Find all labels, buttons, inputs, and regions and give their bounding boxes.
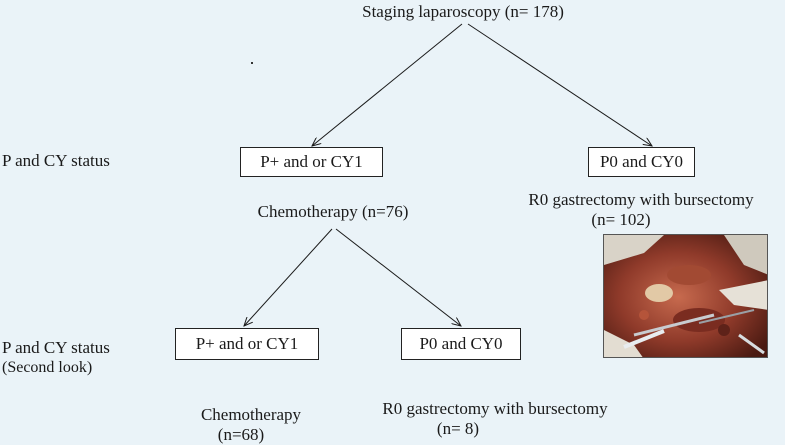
second-gastrectomy-count: (n= 8) [436, 419, 480, 438]
arrow-staging-to-positive [312, 23, 463, 146]
arrow-staging-to-negative [467, 23, 652, 146]
second-gastrectomy-outcome: R0 gastrectomy with bursectomy [382, 399, 608, 418]
row-label-status-second: P and CY status [2, 338, 110, 357]
staging-label: Staging laparoscopy [362, 2, 501, 21]
second-chemotherapy-count: (n=68) [217, 425, 265, 444]
arrow-chemo-to-positive [244, 228, 333, 326]
surgical-photo-icon [604, 235, 767, 357]
second-look-positive-box: P+ and or CY1 [175, 328, 319, 360]
staging-count: (n= 178) [504, 2, 564, 21]
negative-status-label: P0 and CY0 [599, 152, 684, 171]
positive-status-label: P+ and or CY1 [260, 152, 363, 171]
row-label-status: P and CY status [2, 151, 110, 170]
second-look-negative-box: P0 and CY0 [401, 328, 521, 360]
gastrectomy-count: (n= 102) [591, 210, 651, 229]
chemotherapy-outcome: Chemotherapy (n=76) [257, 202, 409, 221]
negative-status-box: P0 and CY0 [588, 147, 695, 177]
surgical-field-photo [603, 234, 768, 358]
stray-dot [251, 62, 253, 64]
gastrectomy-outcome: R0 gastrectomy with bursectomy [528, 190, 754, 209]
second-look-negative-label: P0 and CY0 [419, 334, 503, 353]
second-look-positive-label: P+ and or CY1 [195, 334, 299, 353]
row-label-second-look: (Second look) [2, 359, 93, 376]
second-chemotherapy-outcome: Chemotherapy [200, 405, 302, 424]
positive-status-box: P+ and or CY1 [240, 147, 383, 177]
arrow-chemo-to-negative [335, 228, 461, 326]
staging-laparoscopy-node: Staging laparoscopy (n= 178) [362, 2, 564, 22]
